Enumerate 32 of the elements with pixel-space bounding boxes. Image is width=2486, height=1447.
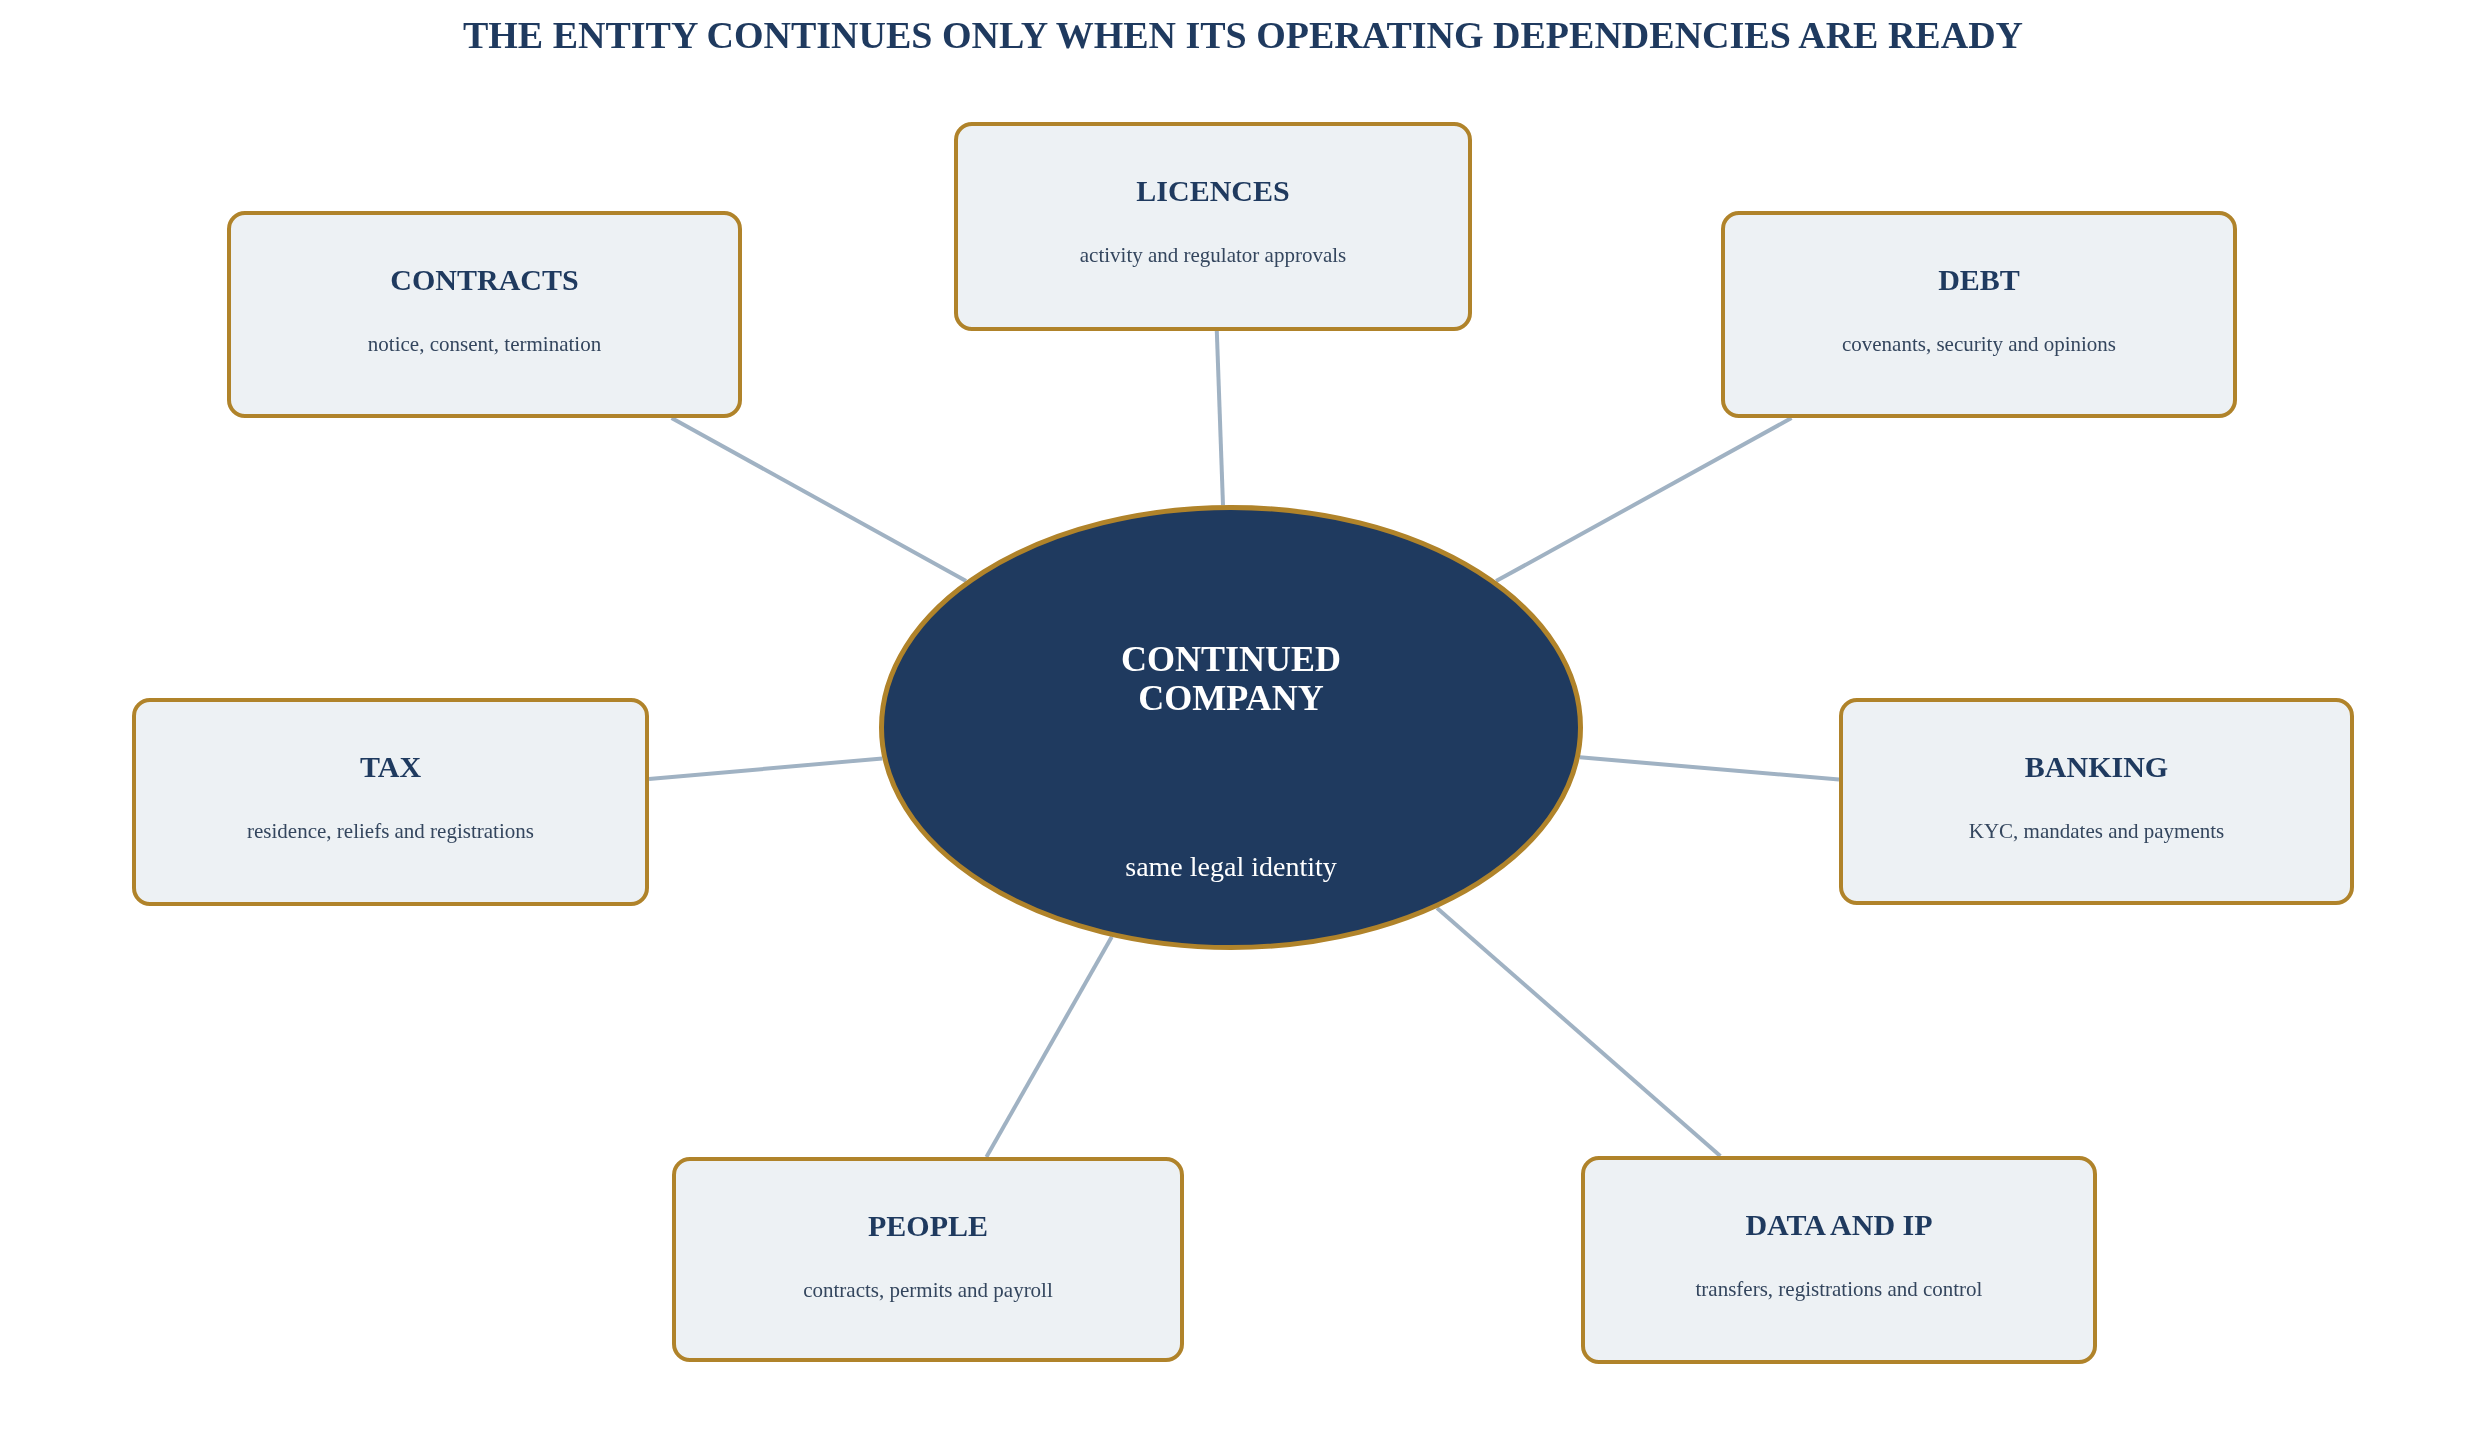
connector-line <box>670 416 968 583</box>
node-description: activity and regulator approvals <box>1079 242 1347 268</box>
node-description: notice, consent, termination <box>367 331 602 357</box>
dependency-box <box>954 122 1472 331</box>
diagram-title: THE ENTITY CONTINUES ONLY WHEN ITS OPERATING DEPENDENCIES ARE READY <box>462 13 2024 58</box>
node-heading: CONTRACTS <box>390 262 579 298</box>
connector-line <box>1214 330 1225 506</box>
node-description: transfers, registrations and control <box>1695 1276 1983 1302</box>
node-heading: LICENCES <box>1136 173 1290 209</box>
node-heading: BANKING <box>2024 749 2169 785</box>
dependency-box <box>1581 1156 2097 1364</box>
dependency-box <box>672 1157 1184 1362</box>
node-heading: DATA AND IP <box>1745 1207 1933 1243</box>
node-heading: TAX <box>359 749 422 785</box>
hub-ellipse <box>879 505 1583 950</box>
connector-line <box>1435 906 1722 1158</box>
connector-line <box>1495 416 1793 583</box>
dependency-box <box>1721 211 2237 418</box>
node-description: covenants, security and opinions <box>1841 331 2117 357</box>
node-description: KYC, mandates and payments <box>1968 818 2225 844</box>
node-heading: PEOPLE <box>868 1208 988 1244</box>
node-description: contracts, permits and payroll <box>803 1277 1053 1303</box>
dependency-box <box>227 211 742 418</box>
node-description: residence, reliefs and registrations <box>247 818 534 844</box>
connector-line <box>1579 755 1840 782</box>
node-heading: DEBT <box>1938 262 2020 298</box>
dependency-box <box>1839 698 2354 905</box>
dependency-box <box>132 698 649 906</box>
connector-line <box>648 756 883 782</box>
connector-line <box>984 935 1114 1158</box>
node-heading: CONTINUED COMPANY <box>1120 640 1342 718</box>
node-description: same legal identity <box>1125 851 1337 883</box>
